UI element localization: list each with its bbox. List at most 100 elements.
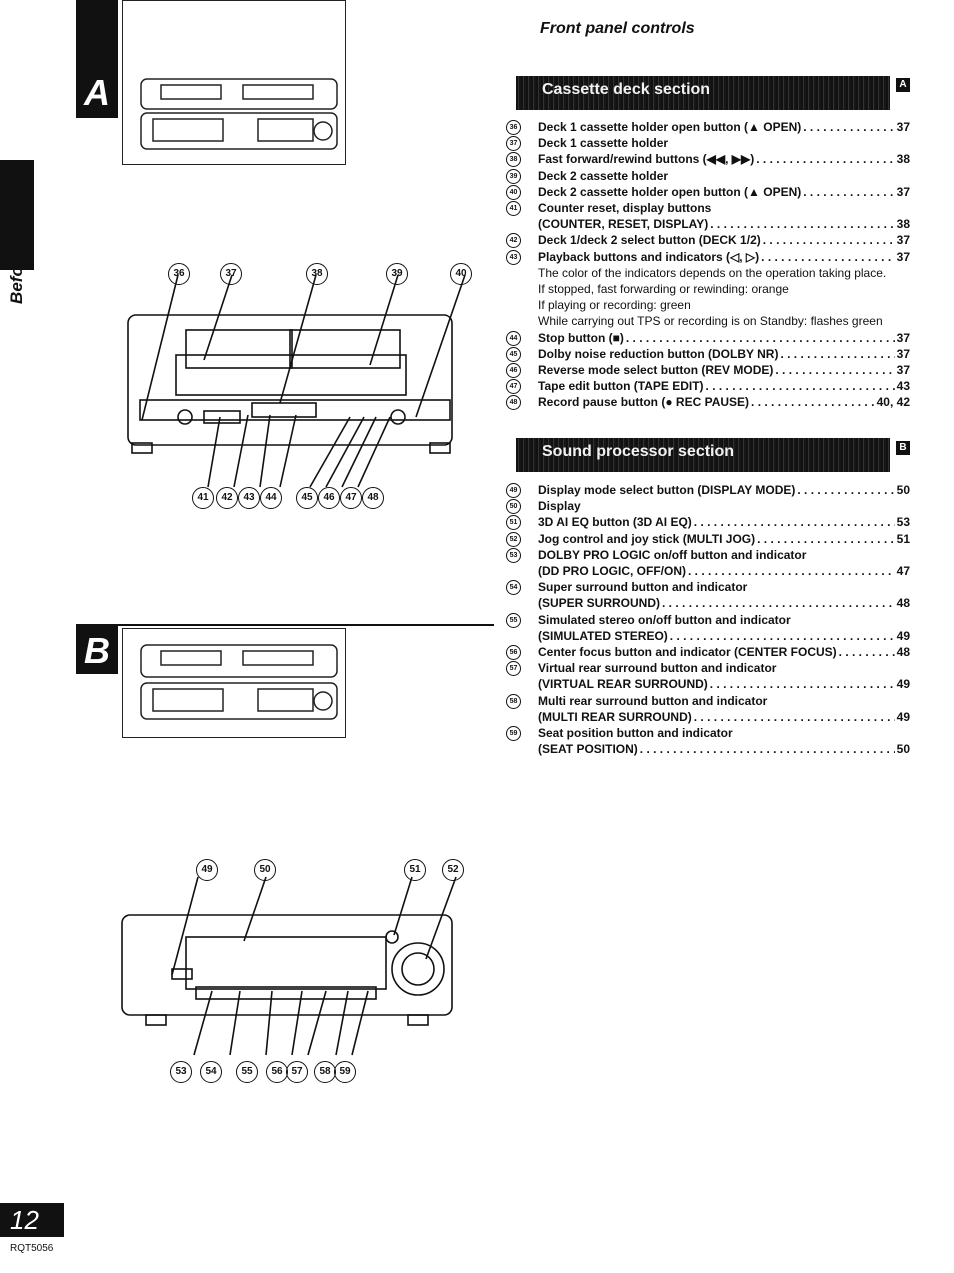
side-label: Before use [7, 216, 26, 304]
item-label-line2: (MULTI REAR SURROUND) [538, 709, 692, 724]
leader-dots [803, 184, 894, 200]
item-number-badge: 46 [506, 363, 521, 379]
list-item: 40 Deck 2 cassette holder open button (▲ … [506, 184, 910, 200]
item-page: 53 [896, 515, 910, 530]
stereo-thumbnail-a-illustration [140, 78, 338, 150]
item-note: The color of the indicators depends on t… [538, 265, 887, 280]
leader-dots [706, 378, 895, 394]
item-label: Tape edit button (TAPE EDIT) [538, 379, 704, 394]
item-label: Display [538, 499, 581, 514]
item-note: If stopped, fast forwarding or rewinding… [538, 282, 789, 297]
leader-dots [694, 709, 895, 725]
item-label: Deck 2 cassette holder open button (▲ OP… [538, 184, 802, 199]
item-number-badge: 47 [506, 379, 521, 395]
item-label: Deck 1 cassette holder [538, 136, 669, 151]
callout-58: 58 [314, 1061, 336, 1083]
item-page: 37 [896, 120, 910, 134]
callout-41: 41 [192, 487, 214, 509]
item-label: Center focus button and indicator (CENTE… [538, 645, 837, 660]
item-note: If playing or recording: green [538, 298, 691, 313]
leader-dots [710, 216, 894, 232]
item-number-badge: 39 [506, 168, 521, 184]
callout-36: 36 [168, 263, 190, 285]
item-page: 43 [896, 379, 910, 394]
item-page: 37 [896, 233, 910, 248]
leader-dots [751, 394, 875, 410]
callout-56: 56 [266, 1061, 288, 1083]
callout-57: 57 [286, 1061, 308, 1083]
item-number-badge: 59 [506, 726, 521, 742]
page-number-box: 12 [0, 1203, 64, 1237]
section-tab-a: A [76, 0, 118, 118]
item-label: Deck 1/deck 2 select button (DECK 1/2) [538, 233, 761, 248]
callout-37: 37 [220, 263, 242, 285]
callout-40: 40 [450, 263, 472, 285]
item-label: Display mode select button (DISPLAY MODE… [538, 483, 796, 497]
item-page: 38 [896, 217, 910, 232]
cassette-deck-illustration [120, 255, 480, 515]
item-page: 48 [896, 645, 910, 660]
callout-44: 44 [260, 487, 282, 509]
callout-43: 43 [238, 487, 260, 509]
leader-dots [626, 330, 895, 346]
item-label-line2: (SEAT POSITION) [538, 742, 638, 757]
callout-48: 48 [362, 487, 384, 509]
item-label-line2: (SUPER SURROUND) [538, 596, 661, 611]
list-item: 42 Deck 1/deck 2 select button (DECK 1/2)… [506, 232, 910, 249]
item-page: 47 [896, 564, 910, 579]
item-number-badge: 57 [506, 661, 521, 677]
list-item: 49 Display mode select button (DISPLAY MO… [506, 482, 910, 498]
item-label: Reverse mode select button (REV MODE) [538, 363, 774, 378]
item-label: Deck 2 cassette holder [538, 168, 669, 183]
item-page: 50 [896, 742, 910, 757]
list-item: 47 Tape edit button (TAPE EDIT) 43 [506, 378, 910, 395]
callout-45: 45 [296, 487, 318, 509]
item-label: Playback buttons and indicators (◁, ▷) [538, 249, 760, 264]
item-label: Simulated stereo on/off button and indic… [538, 612, 791, 627]
callout-55: 55 [236, 1061, 258, 1083]
sound-processor-illustration [116, 865, 461, 1065]
item-page: 38 [896, 152, 910, 167]
item-page: 49 [896, 677, 910, 692]
list-item: 39 Deck 2 cassette holder [506, 168, 910, 184]
item-number-badge: 56 [506, 645, 521, 661]
item-page: 37 [896, 346, 910, 361]
item-label: Jog control and joy stick (MULTI JOG) [538, 531, 756, 546]
leader-dots [688, 563, 895, 579]
item-label: Super surround button and indicator [538, 580, 748, 595]
callout-39: 39 [386, 263, 408, 285]
item-number-badge: 49 [506, 483, 521, 498]
leader-dots [756, 151, 894, 167]
callout-54: 54 [200, 1061, 222, 1083]
leader-dots [797, 482, 894, 498]
item-number-badge: 37 [506, 136, 521, 152]
item-number-badge: 40 [506, 184, 521, 200]
item-label: Dolby noise reduction button (DOLBY NR) [538, 346, 779, 361]
callout-47: 47 [340, 487, 362, 509]
item-number-badge: 42 [506, 233, 521, 249]
item-label-line2: (VIRTUAL REAR SURROUND) [538, 677, 708, 692]
leader-dots [694, 514, 895, 530]
item-label: Seat position button and indicator [538, 726, 733, 741]
side-marker [0, 160, 34, 270]
list-item: 59 Seat position button and indicator(SEA… [506, 725, 910, 757]
item-page: 49 [896, 709, 910, 724]
callout-38: 38 [306, 263, 328, 285]
leader-dots [780, 346, 894, 362]
item-page: 50 [896, 483, 910, 497]
thumbnail-a [122, 0, 346, 165]
item-number-badge: 53 [506, 547, 521, 563]
item-page: 37 [896, 249, 910, 264]
cassette-section-badge: A [896, 78, 910, 92]
sound-item-list: 49 Display mode select button (DISPLAY MO… [506, 482, 910, 757]
